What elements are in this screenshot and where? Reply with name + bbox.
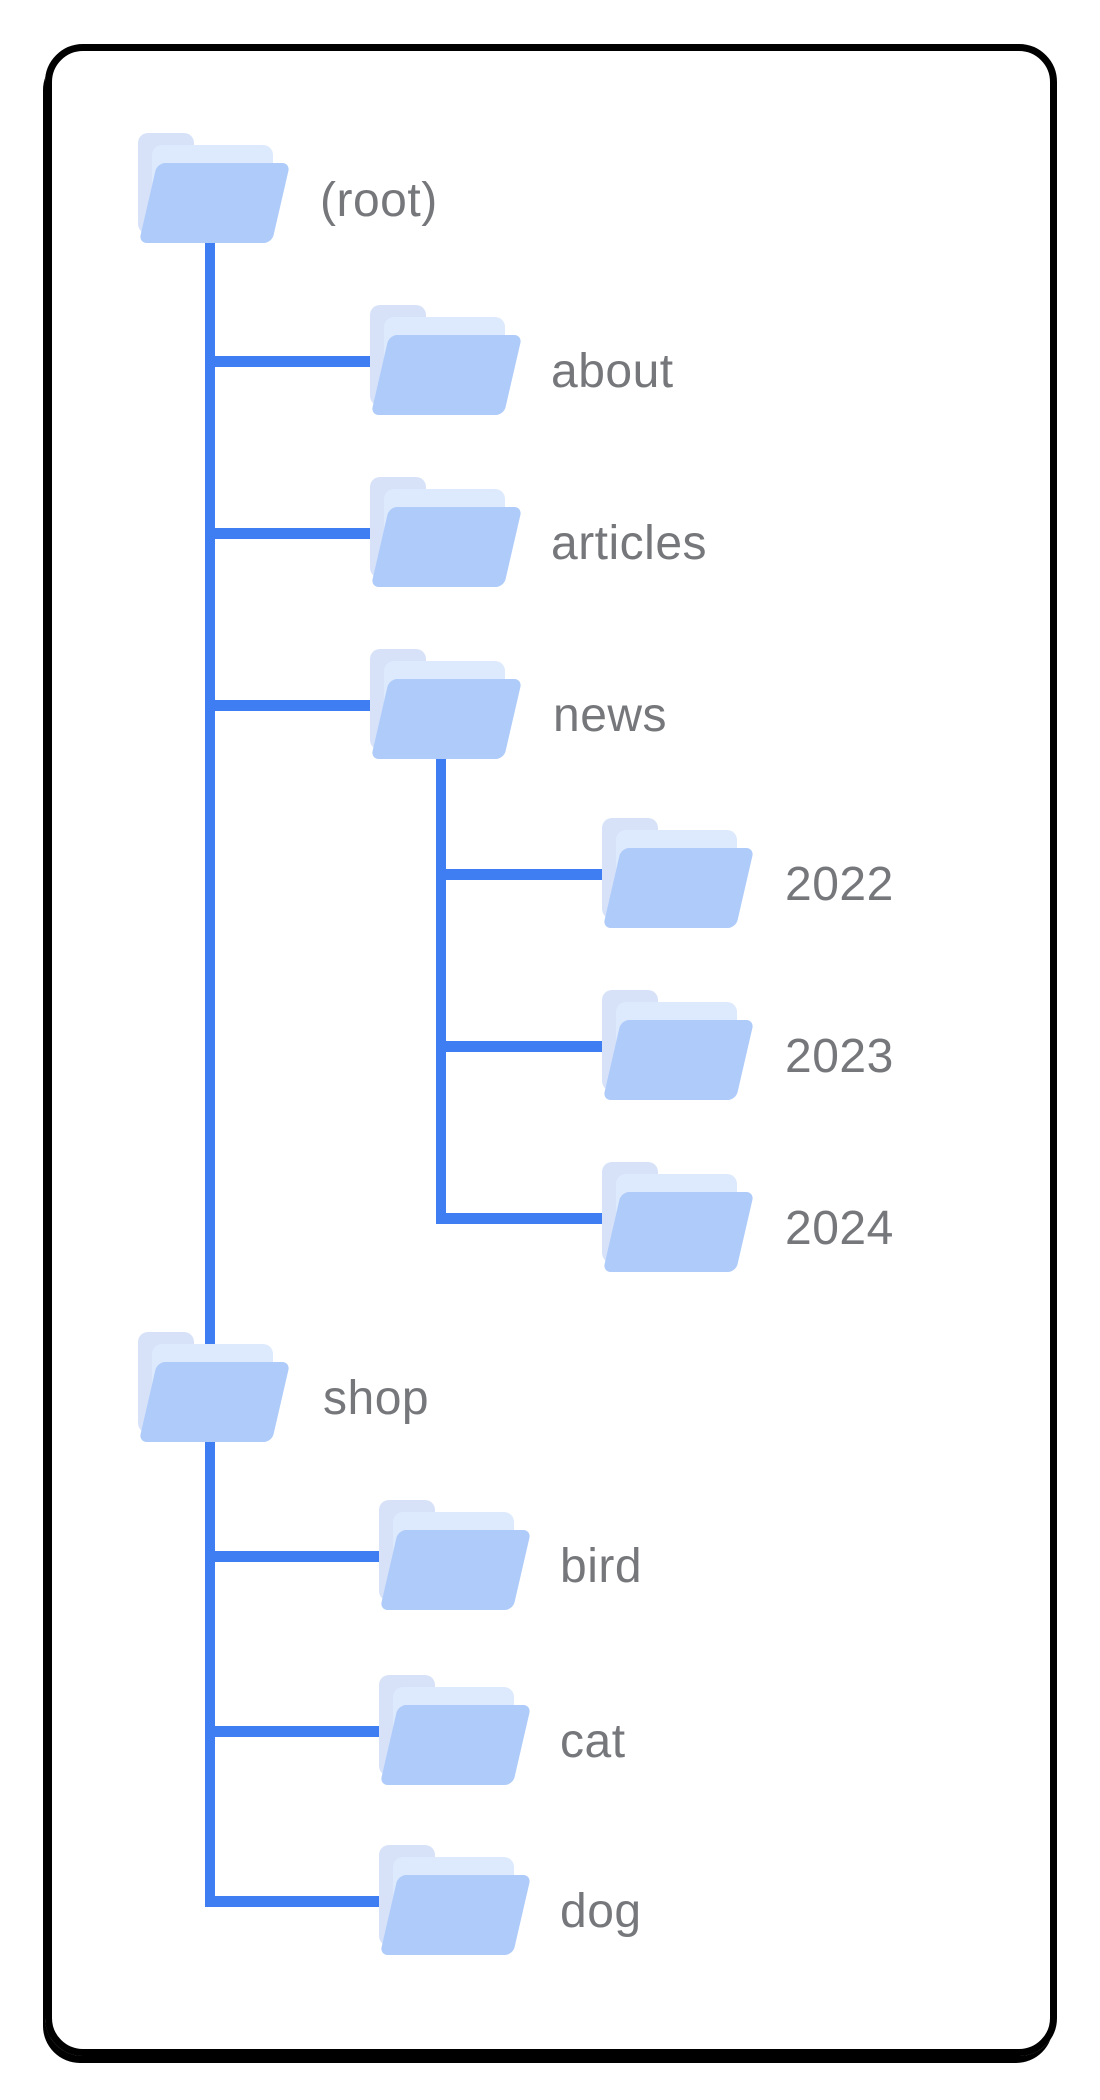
connector-branch-cat [205, 1726, 440, 1737]
tree-label-shop: shop [323, 1372, 430, 1425]
tree-label-articles: articles [551, 517, 708, 570]
connector-branch-2024 [436, 1213, 656, 1224]
folder-icon-news [370, 649, 524, 761]
folder-icon-root [138, 133, 292, 245]
tree-label-cat: cat [560, 1715, 626, 1768]
connector-branch-about [205, 356, 435, 367]
folder-front-shape [379, 1530, 532, 1610]
connector-trunk-news [436, 757, 446, 1223]
folder-front-shape [379, 1875, 532, 1955]
tree-label-about: about [551, 345, 674, 398]
folder-front-shape [602, 1192, 755, 1272]
connector-branch-news [205, 700, 435, 711]
tree-label-dog: dog [560, 1885, 642, 1938]
connector-branch-dog [205, 1896, 440, 1907]
folder-front-shape [602, 1020, 755, 1100]
folder-icon-cat [379, 1675, 533, 1787]
folder-icon-2023 [602, 990, 756, 1102]
tree-label-news: news [553, 689, 668, 742]
folder-front-shape [138, 1362, 291, 1442]
connector-trunk-root [205, 243, 215, 1906]
connector-branch-articles [205, 528, 435, 539]
folder-icon-2022 [602, 818, 756, 930]
tree-label-2022: 2022 [785, 858, 894, 911]
folder-icon-shop [138, 1332, 292, 1444]
connector-branch-2022 [436, 869, 656, 880]
folder-icon-bird [379, 1500, 533, 1612]
folder-icon-2024 [602, 1162, 756, 1274]
folder-icon-dog [379, 1845, 533, 1957]
diagram-card-frame [45, 44, 1057, 2056]
folder-front-shape [370, 507, 523, 587]
connector-branch-2023 [436, 1041, 656, 1052]
folder-front-shape [602, 848, 755, 928]
folder-front-shape [379, 1705, 532, 1785]
tree-label-2024: 2024 [785, 1202, 894, 1255]
tree-label-2023: 2023 [785, 1030, 894, 1083]
folder-icon-articles [370, 477, 524, 589]
folder-front-shape [370, 679, 523, 759]
tree-label-root: (root) [320, 174, 438, 227]
tree-label-bird: bird [560, 1540, 643, 1593]
connector-branch-bird [205, 1551, 440, 1562]
folder-icon-about [370, 305, 524, 417]
folder-front-shape [370, 335, 523, 415]
folder-front-shape [138, 163, 291, 243]
